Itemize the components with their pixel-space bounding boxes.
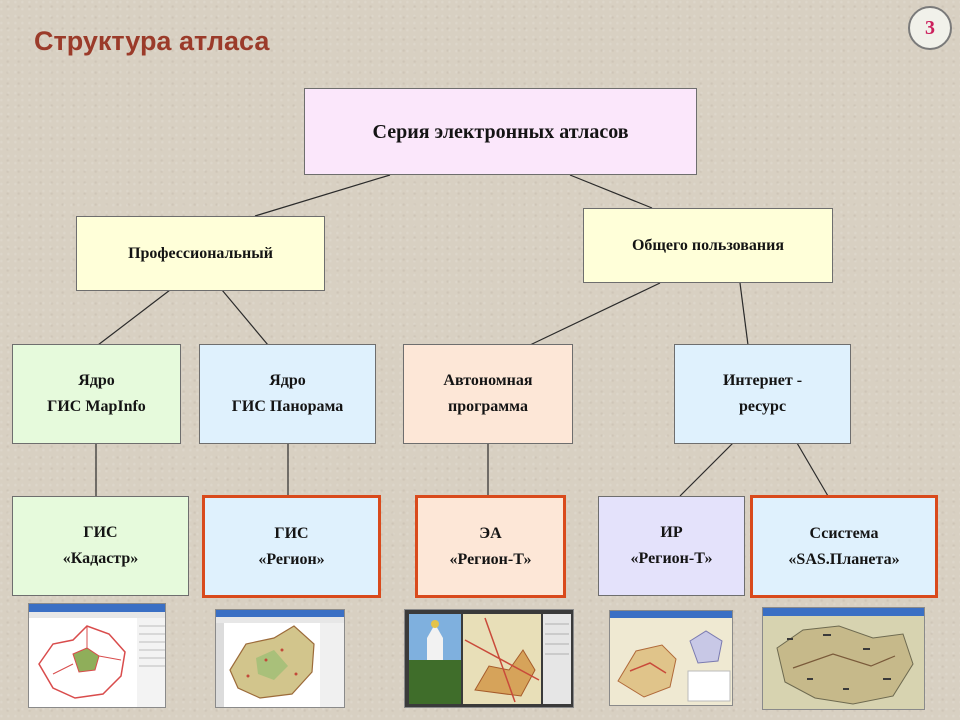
connector-line xyxy=(97,289,171,346)
page-number-badge: 3 xyxy=(908,6,952,50)
map-screenshot-icon xyxy=(28,603,166,708)
map-screenshot-icon xyxy=(215,609,345,708)
map-screenshot-icon xyxy=(609,610,733,706)
node-ir-region: ИР «Регион-Т» xyxy=(598,496,745,596)
node-ea-region: ЭА «Регион-Т» xyxy=(415,495,566,598)
page-title: Структура атласа xyxy=(34,26,270,56)
node-gis-cadastre: ГИС «Кадастр» xyxy=(12,496,189,596)
connector-line xyxy=(796,442,829,497)
satellite-map-screenshot-icon xyxy=(762,607,925,710)
node-autonomous: Автономная программа xyxy=(403,344,573,444)
node-core-panorama: Ядро ГИС Панорама xyxy=(199,344,376,444)
connector-line xyxy=(529,282,661,346)
connector-line xyxy=(569,174,653,209)
connector-line xyxy=(254,174,391,217)
node-professional: Профессиональный xyxy=(76,216,325,291)
node-internet: Интернет - ресурс xyxy=(674,344,851,444)
node-general: Общего пользования xyxy=(583,208,833,283)
node-root: Серия электронных атласов xyxy=(304,88,697,175)
connector-line xyxy=(739,282,749,346)
node-sas-planeta: Ссистема «SAS.Планета» xyxy=(750,495,938,598)
connector-line xyxy=(221,289,269,346)
photo-map-screenshot-icon xyxy=(404,609,574,708)
node-core-mapinfo: Ядро ГИС MapInfo xyxy=(12,344,181,444)
connector-line xyxy=(679,442,734,497)
node-gis-region: ГИС «Регион» xyxy=(202,495,381,598)
